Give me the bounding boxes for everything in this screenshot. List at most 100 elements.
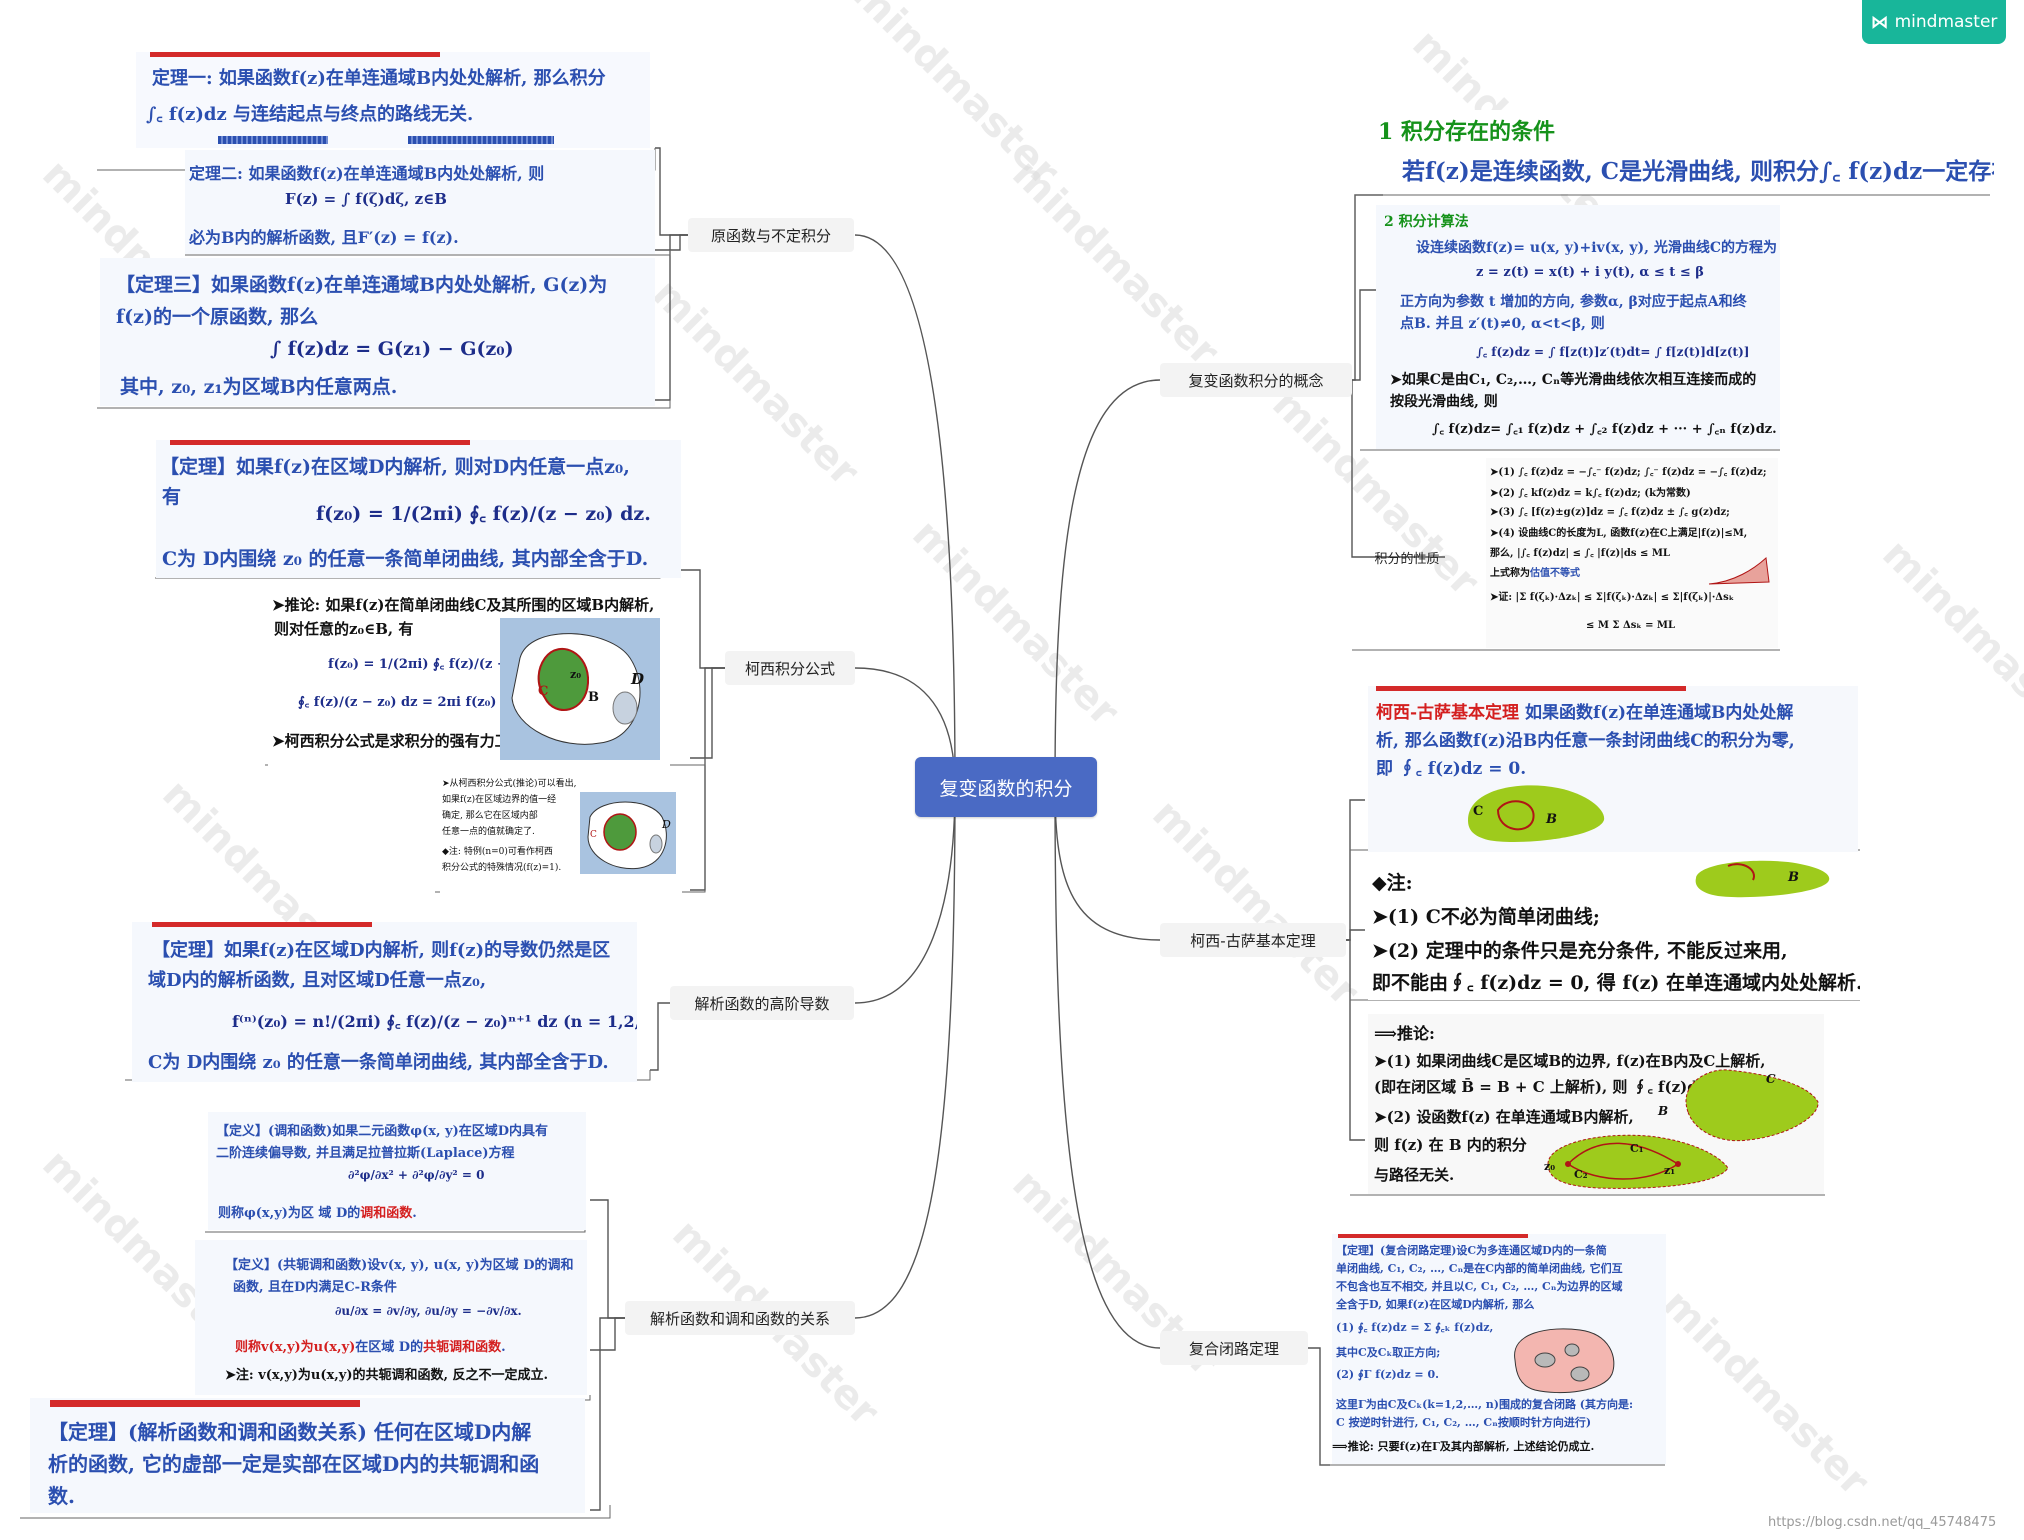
mindmaster-logo[interactable]: ⋈ mindmaster: [1862, 0, 2006, 44]
figure-label: C: [590, 830, 597, 840]
card-theorem-two[interactable]: 定理二: 如果函数f(z)在单连通域B内处处解析, 则 F(z) = ∫ f(ζ…: [185, 150, 655, 254]
card-integral-calculation[interactable]: 2 积分计算法 设连续函数f(z)= u(x, y)+iv(x, y), 光滑曲…: [1376, 205, 1780, 449]
theorem-text: 单闭曲线, C₁, C₂, …, Cₙ是在C内部的简单闭曲线, 它们互: [1336, 1262, 1623, 1275]
inference-text: 则 f(z) 在 B 内的积分: [1374, 1136, 1527, 1154]
compound-contour-figure: [1514, 1328, 1615, 1394]
highlight-term: 共轭调和函数: [423, 1340, 502, 1355]
calc-text: 按段光滑曲线, 则: [1390, 394, 1498, 410]
highlight-term: 估值不等式: [1530, 568, 1580, 579]
theorem-text: (2) ∮Γ f(z)dz = 0.: [1336, 1368, 1439, 1381]
note-text: ➤(1) C不必为简单闭曲线;: [1372, 906, 1600, 928]
theorem-text: 如果函数f(z)在单连通域B内处处解: [1519, 703, 1794, 723]
theorem-text: 即 ∮꜀ f(z)dz = 0.: [1376, 759, 1527, 779]
theorem-name: 柯西-古萨基本定理: [1376, 703, 1520, 723]
branch-integral-properties[interactable]: 积分的性质: [1368, 540, 1446, 574]
card-cauchy-goursat-note[interactable]: ◆注: ➤(1) C不必为简单闭曲线; ➤(2) 定理中的条件只是充分条件, 不…: [1368, 856, 1860, 1000]
formula: ∫꜀ f(z)dz= ∫꜀₁ f(z)dz + ∫꜀₂ f(z)dz + ···…: [1432, 422, 1777, 437]
card-conjugate-harmonic-definition[interactable]: 【定义】(共轭调和函数)设v(x, y), u(x, y)为区域 D的调和 函数…: [195, 1240, 587, 1395]
figure-label: B: [588, 690, 599, 705]
formula: F(z) = ∫ f(ζ)dζ, z∈B: [285, 190, 447, 208]
card-cauchy-theorem[interactable]: 【定理】如果f(z)在区域D内解析, 则对D内任意一点z₀, 有 f(z₀) =…: [156, 440, 681, 578]
figure-label: z₁: [1664, 1164, 1676, 1177]
theorem-text: C为 D内围绕 z₀ 的任意一条简单闭曲线, 其内部全含于D.: [148, 1052, 609, 1073]
central-topic-label: 复变函数的积分: [939, 777, 1073, 800]
inference-text: (即在闭区域 B̄ = B + C 上解析), 则 ∮꜀ f(z)dz = 0.: [1374, 1078, 1745, 1096]
branch-label: 柯西-古萨基本定理: [1190, 931, 1316, 950]
branch-label: 解析函数的高阶导数: [694, 994, 830, 1013]
branch-integral-concept[interactable]: 复变函数积分的概念: [1160, 363, 1352, 397]
property-text: ≤ M Σ Δsₖ = ML: [1586, 620, 1676, 631]
figure-label: C: [1766, 1072, 1776, 1086]
branch-compound-contour[interactable]: 复合闭路定理: [1160, 1331, 1308, 1365]
figure-label: C: [538, 684, 549, 699]
definition-text: 二阶连续偏导数, 并且满足拉普拉斯(Laplace)方程: [216, 1146, 515, 1161]
branch-label: 原函数与不定积分: [710, 226, 831, 245]
branch-cauchy-integral-formula[interactable]: 柯西积分公式: [725, 651, 855, 685]
definition-text: 则称φ(x,y)为区 域 D的: [218, 1206, 361, 1221]
inference-text: ➤柯西积分公式是求积分的强有力工具.: [272, 732, 530, 750]
path-independence-figure: [1547, 1134, 1729, 1189]
card-harmonic-analytic-theorem[interactable]: 【定理】(解析函数和调和函数关系) 任何在区域D内解 析的函数, 它的虚部一定是…: [30, 1398, 585, 1513]
note-text: ➤(2) 定理中的条件只是充分条件, 不能反过来用,: [1372, 940, 1788, 962]
card-integral-existence[interactable]: 1 积分存在的条件 若f(z)是连续函数, C是光滑曲线, 则积分∫꜀ f(z)…: [1376, 110, 1994, 194]
card-integral-properties[interactable]: ➤(1) ∫꜀ f(z)dz = −∫꜀⁻ f(z)dz; ∫꜀⁻ f(z)dz…: [1486, 458, 1778, 648]
central-topic[interactable]: 复变函数的积分: [915, 757, 1097, 817]
figure-label: C₁: [1630, 1142, 1644, 1155]
figure-label: z₀: [1544, 1160, 1556, 1173]
section-title: 1 积分存在的条件: [1378, 119, 1555, 145]
note-text: ◆注: 特例(n=0)可看作柯西: [442, 847, 553, 857]
theorem-text: 这里Γ为由C及Cₖ(k=1,2,…, n)围成的复合闭路 (其方向是:: [1336, 1398, 1634, 1411]
card-cauchy-goursat-theorem[interactable]: 柯西-古萨基本定理 如果函数f(z)在单连通域B内处处解 析, 那么函数f(z)…: [1368, 686, 1858, 852]
red-accent-bar: [170, 440, 470, 445]
note-text: 即不能由∮꜀ f(z)dz = 0, 得 f(z) 在单连通域内处处解析.: [1372, 972, 1860, 994]
formula: f(z₀) = 1/(2πi) ∮꜀ f(z)/(z − z₀) dz.: [316, 503, 651, 525]
theorem-text: C 按逆时针进行, C₁, C₂, …, Cₙ按顺时针方向进行): [1336, 1416, 1592, 1429]
theorem-text: 必为B内的解析函数, 且F′(z) = f(z).: [189, 228, 459, 247]
property-text: ➤(4) 设曲线C的长度为L, 函数f(z)在C上满足|f(z)|≤M,: [1490, 528, 1748, 539]
note-text: 任意一点的值就确定了.: [442, 827, 535, 837]
formula: ∫ f(z)dz = G(z₁) − G(z₀): [270, 338, 514, 360]
blue-underline: [408, 136, 554, 144]
definition-text: 在区域 D的: [355, 1340, 424, 1355]
card-theorem-one[interactable]: 定理一: 如果函数f(z)在单连通域B内处处解析, 那么积分 ∫꜀ f(z)dz…: [136, 52, 650, 148]
figure-label: z₀: [570, 668, 582, 681]
highlight-term: 调和函数: [360, 1206, 413, 1221]
branch-harmonic-functions[interactable]: 解析函数和调和函数的关系: [625, 1301, 855, 1335]
logo-text: mindmaster: [1894, 12, 1998, 32]
arc-figure: [1708, 556, 1770, 585]
boundary-figure: [1685, 1069, 1819, 1142]
card-compound-contour-theorem[interactable]: 【定理】(复合闭路定理)设C为多连通区域D内的一条简 单闭曲线, C₁, C₂,…: [1332, 1234, 1666, 1464]
branch-higher-derivatives[interactable]: 解析函数的高阶导数: [670, 986, 854, 1020]
card-cauchy-goursat-inference[interactable]: ⟹推论: ➤(1) 如果闭曲线C是区域B的边界, f(z)在B内及C上解析, (…: [1368, 1014, 1824, 1194]
highlight-term: 则称v(x,y)为u(x,y): [235, 1340, 356, 1355]
formula: ∂²φ/∂x² + ∂²φ/∂y² = 0: [348, 1168, 485, 1182]
footer-url: https://blog.csdn.net/qq_45748475: [1768, 1515, 1997, 1530]
mindmaster-logo-icon: ⋈: [1870, 11, 1889, 33]
branch-cauchy-goursat[interactable]: 柯西-古萨基本定理: [1160, 923, 1346, 957]
figure-label: C₂: [1574, 1168, 1588, 1181]
inference-text: ⟹推论: 只要f(z)在Γ及其内部解析, 上述结论仍成立.: [1332, 1440, 1595, 1453]
red-accent-bar: [152, 922, 372, 927]
definition-text: 【定义】(调和函数)如果二元函数φ(x, y)在区域D内具有: [216, 1124, 548, 1139]
figure-label: C: [1473, 804, 1484, 819]
cauchy-goursat-figure: [1468, 785, 1605, 842]
theorem-text: 若f(z)是连续函数, C是光滑曲线, 则积分∫꜀ f(z)dz一定存在.: [1402, 158, 1994, 185]
definition-text: 函数, 且在D内满足C-R条件: [233, 1280, 397, 1295]
inference-text: 则对任意的z₀∈B, 有: [274, 620, 414, 638]
theorem-text: 【定理三】如果函数f(z)在单连通域B内处处解析, G(z)为: [116, 274, 608, 296]
calc-text: 正方向为参数 t 增加的方向, 参数α, β对应于起点A和终: [1400, 294, 1747, 310]
card-mean-value-note[interactable]: ➤从柯西积分公式(推论)可以看出, 如果f(z)在区域边界的值一经 确定, 那么…: [440, 772, 682, 894]
note-text: 确定, 那么它在区域内部: [442, 811, 538, 821]
card-cauchy-inference[interactable]: ➤推论: 如果f(z)在简单闭曲线C及其所围的区域B内解析, 则对任意的z₀∈B…: [268, 588, 670, 766]
theorem-text: 【定理】如果f(z)在区域D内解析, 则f(z)的导数仍然是区: [152, 940, 611, 961]
calc-text: ➤如果C是由C₁, C₂,…, Cₙ等光滑曲线依次相互连接而成的: [1390, 372, 1757, 388]
card-higher-derivative-theorem[interactable]: 【定理】如果f(z)在区域D内解析, 则f(z)的导数仍然是区 域D内的解析函数…: [132, 922, 637, 1082]
card-theorem-three[interactable]: 【定理三】如果函数f(z)在单连通域B内处处解析, G(z)为 f(z)的一个原…: [100, 258, 655, 406]
card-harmonic-definition[interactable]: 【定义】(调和函数)如果二元函数φ(x, y)在区域D内具有 二阶连续偏导数, …: [208, 1112, 586, 1230]
branch-antiderivative[interactable]: 原函数与不定积分: [688, 218, 854, 252]
formula: f⁽ⁿ⁾(z₀) = n!/(2πi) ∮꜀ f(z)/(z − z₀)ⁿ⁺¹ …: [232, 1012, 637, 1031]
property-text: ➤(3) ∫꜀ [f(z)±g(z)]dz = ∫꜀ f(z)dz ± ∫꜀ g…: [1490, 507, 1730, 518]
mean-value-figure: [580, 792, 676, 874]
note-text: 积分公式的特殊情况(f(z)=1).: [442, 863, 562, 873]
formula: f(z₀) = 1/(2πi) ∮꜀ f(z)/(z − z₀) dz.: [328, 657, 558, 672]
